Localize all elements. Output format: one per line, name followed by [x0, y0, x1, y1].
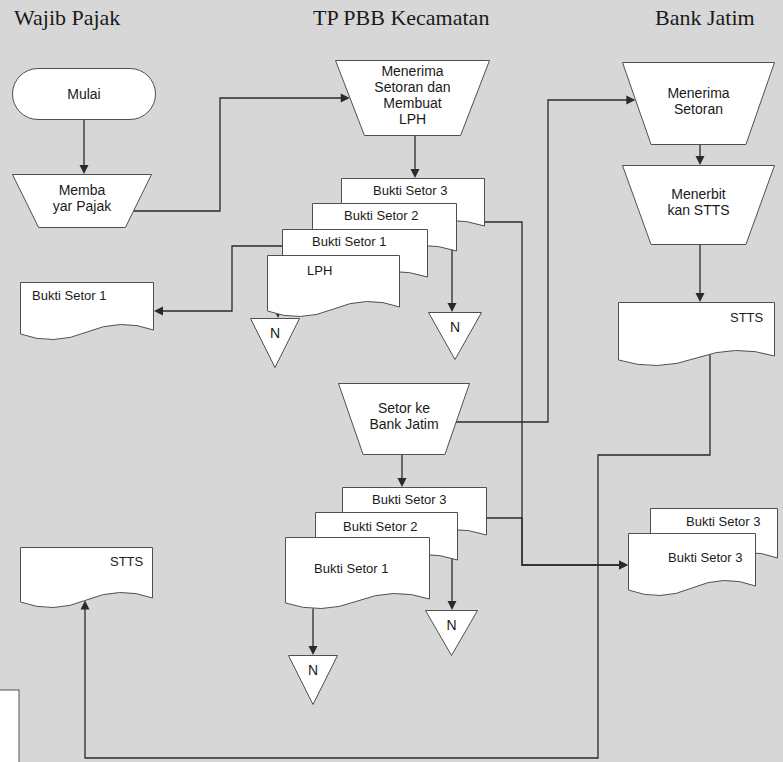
shape-path — [336, 61, 490, 136]
connector-line — [480, 222, 620, 565]
manual-operation: Menerima Setoran — [622, 62, 775, 145]
node-text: Setor ke Bank Jatim — [364, 400, 444, 432]
manual-operation: Setor ke Bank Jatim — [338, 383, 470, 455]
node-text: Menerbit kan STTS — [666, 186, 732, 218]
offline-storage: N — [428, 312, 482, 360]
connector — [448, 244, 457, 312]
arrow-head — [619, 561, 628, 570]
manual-operation: Memba yar Pajak — [12, 174, 152, 228]
connector — [482, 518, 628, 570]
connector-line — [699, 240, 700, 294]
node-text: Bukti Setor 1 — [314, 561, 388, 577]
shape-path — [339, 384, 470, 455]
arrow-head — [619, 561, 628, 570]
arrow-head — [309, 646, 318, 655]
shape-path — [623, 166, 775, 245]
arrow-head — [448, 303, 457, 312]
document-shape: Bukti Setor 1 — [20, 282, 154, 342]
connector-line — [83, 115, 84, 166]
arrow-head — [696, 293, 705, 302]
node-text: N — [446, 617, 456, 633]
node-text: Bukti Setor 1 — [32, 288, 106, 304]
shape-path — [289, 656, 338, 705]
node-text: N — [450, 319, 460, 335]
shape-path — [286, 538, 430, 609]
lane-header: Bank Jatim — [655, 5, 755, 31]
arrow-head — [696, 156, 705, 165]
connector — [309, 603, 318, 655]
offline-storage: N — [425, 610, 478, 656]
shape-path — [426, 611, 478, 656]
arrow-head — [448, 601, 457, 610]
node-text: Memba yar Pajak — [49, 182, 115, 214]
node-text: Bukti Setor 1 — [312, 234, 386, 250]
shape-path — [251, 319, 300, 368]
document-shape: STTS — [20, 547, 153, 610]
terminal-shape: Mulai — [12, 68, 156, 120]
node-text: Bukti Setor 3 — [686, 514, 760, 530]
node-text: N — [270, 325, 280, 341]
node-text: LPH — [307, 263, 332, 279]
arrow-head — [398, 478, 407, 487]
document-shape: Bukti Setor 3 — [628, 533, 756, 598]
cut-off-shape — [0, 690, 19, 762]
connector — [451, 96, 635, 423]
offline-storage: N — [250, 318, 300, 368]
shape-path — [21, 283, 154, 340]
node-text: Bukti Setor 2 — [343, 519, 417, 535]
connector — [129, 94, 350, 212]
lane-header: Wajib Pajak — [14, 5, 120, 31]
shape-path — [13, 69, 156, 120]
connector-line — [414, 131, 415, 170]
connector-line — [482, 518, 620, 565]
document-shape: LPH — [267, 255, 400, 319]
node-text: Bukti Setor 3 — [668, 550, 742, 566]
node-text: STTS — [730, 310, 763, 326]
node-text: Menerima Setoran dan Membuat LPH — [370, 63, 456, 127]
connector-line — [312, 603, 313, 647]
arrow-head — [411, 169, 420, 178]
shape-path — [13, 175, 152, 228]
shape-path — [268, 256, 400, 317]
connector-line — [451, 244, 452, 304]
shape-outline — [267, 255, 400, 319]
manual-operation: Menerima Setoran dan Membuat LPH — [335, 60, 490, 136]
connector-line — [451, 553, 452, 602]
shape-path — [623, 63, 775, 145]
shape-outline — [425, 610, 478, 656]
connector — [81, 349, 711, 758]
offline-storage: N — [288, 655, 338, 705]
connector — [696, 240, 705, 302]
lane-header: TP PBB Kecamatan — [313, 5, 489, 31]
connector — [398, 450, 407, 487]
connector — [448, 553, 457, 610]
node-text: Menerima Setoran — [659, 85, 739, 117]
shape-outline — [628, 533, 756, 598]
connector-line — [451, 100, 627, 422]
node-text: Bukti Setor 3 — [373, 183, 447, 199]
shape-path — [629, 534, 756, 596]
connector — [80, 115, 89, 174]
node-text: Mulai — [67, 86, 100, 102]
node-text: Bukti Setor 2 — [344, 208, 418, 224]
shape-path — [429, 313, 482, 360]
manual-operation: Menerbit kan STTS — [622, 165, 775, 245]
node-text: STTS — [110, 554, 143, 570]
arrow-head — [154, 307, 163, 316]
connector-line — [129, 98, 342, 211]
shape-path — [619, 303, 775, 366]
connector-line — [85, 349, 710, 758]
shape-path — [21, 548, 153, 608]
document-shape: Bukti Setor 1 — [285, 537, 430, 611]
connector — [411, 131, 420, 178]
node-text: Bukti Setor 3 — [372, 492, 446, 508]
arrow-head — [80, 165, 89, 174]
document-shape: STTS — [618, 302, 775, 368]
connector — [480, 222, 628, 570]
node-text: N — [308, 662, 318, 678]
